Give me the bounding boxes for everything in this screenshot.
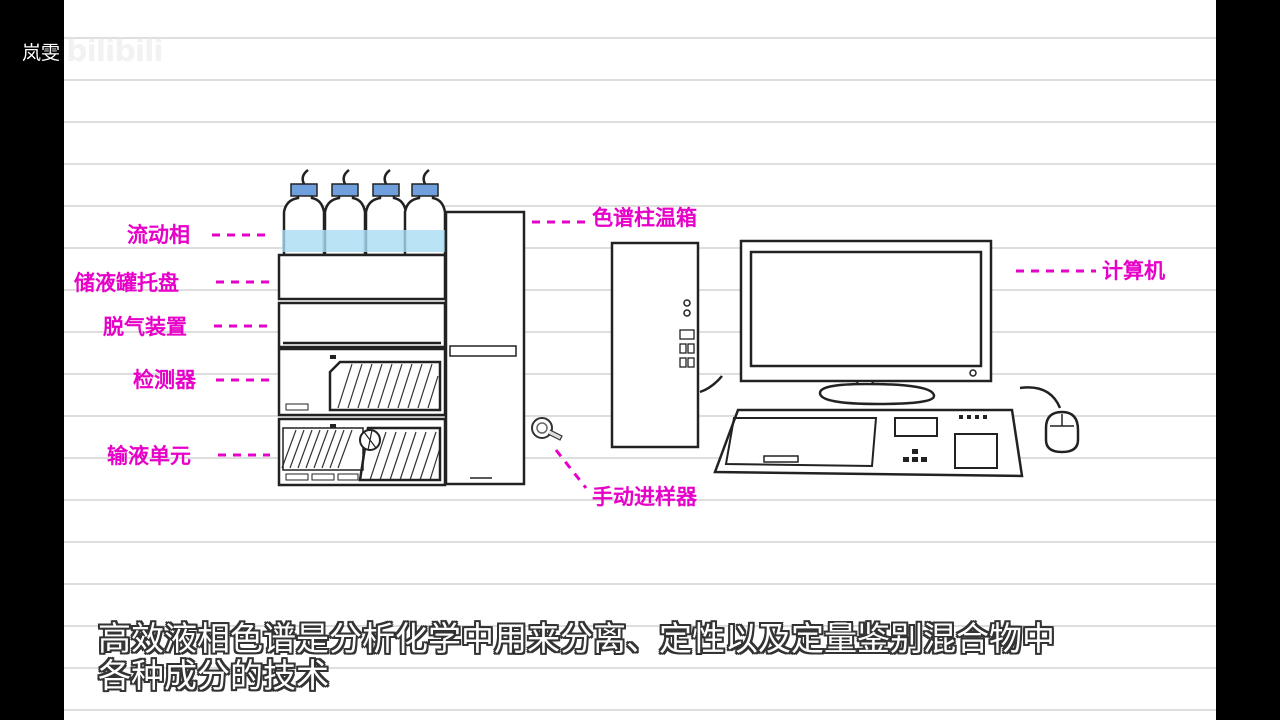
subtitle-line-1: 高效液相色谱是分析化学中用来分离、定性以及定量鉴别混合物中	[98, 619, 1055, 658]
subtitle-line-2: 各种成分的技术	[98, 656, 329, 695]
solvent-bottle	[323, 169, 367, 257]
bilibili-watermark: 岚雯 bilibili	[22, 34, 164, 69]
hplc-diagram: 流动相 储液罐托盘 脱气装置 检测器 输液单元 色谱柱温箱 计算机 手动进样器	[64, 37, 1216, 711]
label-column-oven: 色谱柱温箱	[592, 206, 697, 230]
pump-module	[277, 417, 447, 487]
computer-tower	[610, 241, 723, 449]
detector-module	[277, 347, 447, 417]
degasser-module	[277, 301, 447, 349]
label-reservoir-tray: 储液罐托盘	[74, 271, 179, 295]
manual-injector	[531, 417, 563, 441]
label-degasser: 脱气装置	[103, 315, 187, 339]
mouse	[1019, 386, 1080, 454]
reservoir-tray-module	[277, 253, 447, 301]
bilibili-logo: bilibili	[66, 34, 164, 69]
label-mobile-phase: 流动相	[127, 223, 190, 247]
label-pump: 输液单元	[107, 444, 191, 468]
hplc-stack	[277, 210, 526, 487]
solvent-bottle	[403, 169, 447, 257]
solvent-bottle	[282, 169, 326, 257]
notebook-paper: 流动相 储液罐托盘 脱气装置 检测器 输液单元 色谱柱温箱 计算机 手动进样器	[64, 0, 1216, 720]
column-oven-module	[444, 210, 526, 486]
monitor	[739, 239, 993, 406]
label-computer: 计算机	[1102, 259, 1165, 283]
solvent-bottle	[364, 169, 408, 257]
video-subtitle: 高效液相色谱是分析化学中用来分离、定性以及定量鉴别混合物中 各种成分的技术	[98, 620, 1218, 694]
leader-lines	[212, 220, 1096, 489]
solvent-bottles	[282, 169, 447, 257]
keyboard	[713, 408, 1024, 478]
watermark-author: 岚雯	[22, 42, 61, 64]
label-manual-injector: 手动进样器	[592, 485, 698, 509]
component-labels: 流动相 储液罐托盘 脱气装置 检测器 输液单元 色谱柱温箱 计算机 手动进样器	[74, 206, 1165, 509]
label-detector: 检测器	[133, 368, 197, 392]
